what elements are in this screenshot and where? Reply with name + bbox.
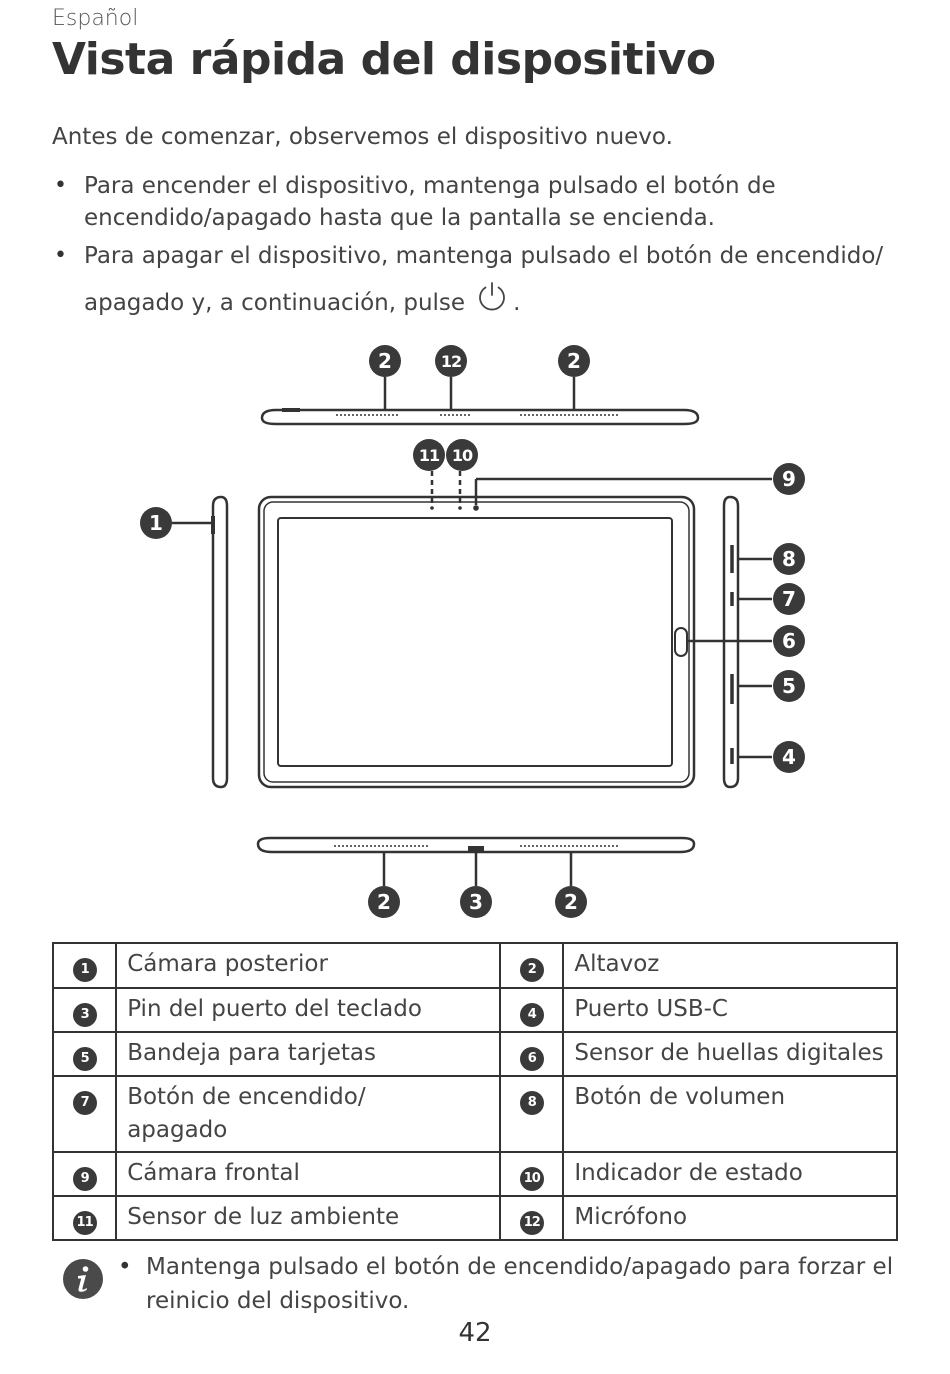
callout-rear-camera: 1	[140, 507, 172, 539]
svg-text:2: 2	[564, 890, 578, 914]
svg-text:7: 7	[782, 587, 796, 611]
svg-text:12: 12	[441, 352, 461, 371]
part-number: 11	[72, 1211, 97, 1235]
table-row: 11 Sensor de luz ambiente 12 Micrófono	[51, 1195, 898, 1241]
language-label: Español	[52, 6, 139, 31]
part-number: 4	[519, 1003, 544, 1027]
part-label: Pin del puerto del teclado	[115, 987, 502, 1033]
page-number: 42	[458, 1318, 492, 1348]
svg-text:5: 5	[782, 674, 796, 698]
callout-bottom-speaker-left: 2	[368, 886, 400, 918]
callout-top-mic: 12	[435, 345, 467, 377]
table-row: 5 Bandeja para tarjetas 6 Sensor de huel…	[51, 1031, 898, 1077]
table-row: 9 Cámara frontal 10 Indicador de estado	[51, 1151, 898, 1197]
svg-text:3: 3	[469, 890, 483, 914]
callout-top-speaker-right: 2	[558, 345, 590, 377]
part-label: Bandeja para tarjetas	[115, 1031, 502, 1077]
part-number: 7	[72, 1091, 97, 1115]
info-icon	[63, 1259, 103, 1299]
part-number: 8	[519, 1091, 544, 1115]
power-off-instruction-line2: apagado y, a continuación, pulse	[84, 290, 466, 316]
part-number: 9	[72, 1167, 97, 1191]
list-item: Para apagar el dispositivo, mantenga pul…	[52, 240, 902, 319]
part-number: 5	[72, 1047, 97, 1071]
part-number: 1	[72, 958, 97, 982]
page-title: Vista rápida del dispositivo	[52, 34, 716, 85]
part-label: Cámara frontal	[115, 1151, 502, 1197]
svg-text:4: 4	[782, 745, 796, 769]
instructions-list: Para encender el dispositivo, mantenga p…	[52, 170, 902, 325]
note-block: Mantenga pulsado el botón de encendido/a…	[52, 1250, 902, 1320]
part-label: Micrófono	[562, 1195, 898, 1241]
table-row: 7 Botón de encendido/ apagado 8 Botón de…	[51, 1075, 898, 1153]
callout-usb: 4	[773, 741, 805, 773]
device-bottom-edge	[256, 836, 696, 886]
svg-text:10: 10	[452, 446, 473, 465]
svg-text:11: 11	[419, 446, 440, 465]
callout-bottom-speaker-right: 2	[555, 886, 587, 918]
svg-text:8: 8	[782, 547, 796, 571]
device-left-side	[172, 495, 229, 789]
power-on-instruction: Para encender el dispositivo, mantenga p…	[84, 173, 776, 231]
part-label: Sensor de luz ambiente	[115, 1195, 502, 1241]
part-label: Puerto USB-C	[562, 987, 898, 1033]
callout-power: 7	[773, 583, 805, 615]
callout-volume: 8	[773, 543, 805, 575]
callout-light-sensor: 11	[413, 439, 445, 471]
svg-text:6: 6	[782, 629, 796, 653]
part-label: Botón de volumen	[562, 1075, 898, 1153]
callout-keyboard-pin: 3	[460, 886, 492, 918]
svg-text:1: 1	[149, 511, 163, 535]
part-number: 2	[519, 958, 544, 982]
power-off-instruction-line1: Para apagar el dispositivo, mantenga pul…	[84, 243, 884, 269]
list-item: Para encender el dispositivo, mantenga p…	[52, 170, 902, 234]
part-number: 3	[72, 1003, 97, 1027]
note-text: Mantenga pulsado el botón de encendido/a…	[118, 1250, 902, 1318]
part-number: 6	[519, 1047, 544, 1071]
table-row: 1 Cámara posterior 2 Altavoz	[51, 942, 898, 989]
svg-text:2: 2	[567, 349, 581, 373]
device-top-edge	[260, 377, 700, 426]
part-label: Botón de encendido/ apagado	[115, 1075, 502, 1153]
callout-front-camera: 9	[773, 463, 805, 495]
callout-card-tray: 5	[773, 670, 805, 702]
device-front	[257, 471, 772, 789]
parts-table: 1 Cámara posterior 2 Altavoz 3 Pin del p…	[51, 942, 898, 1241]
callout-fingerprint: 6	[773, 625, 805, 657]
part-label: Altavoz	[562, 942, 898, 989]
device-right-side	[687, 495, 772, 789]
callout-top-speaker-left: 2	[369, 345, 401, 377]
table-row: 3 Pin del puerto del teclado 4 Puerto US…	[51, 987, 898, 1033]
power-off-instruction-end: .	[513, 290, 521, 316]
part-number: 10	[519, 1167, 544, 1191]
part-label: Sensor de huellas digitales	[562, 1031, 898, 1077]
part-number: 12	[519, 1211, 544, 1235]
callout-status-indicator: 10	[446, 439, 478, 471]
svg-text:2: 2	[378, 349, 392, 373]
part-label: Cámara posterior	[115, 942, 502, 989]
svg-text:9: 9	[782, 467, 796, 491]
intro-text: Antes de comenzar, observemos el disposi…	[52, 124, 673, 150]
device-diagram: 2 12 2 11 10 9 1 8 7 6 5 4 2 3 2	[140, 345, 805, 918]
part-label: Indicador de estado	[562, 1151, 898, 1197]
svg-text:2: 2	[377, 890, 391, 914]
power-icon	[479, 282, 505, 311]
